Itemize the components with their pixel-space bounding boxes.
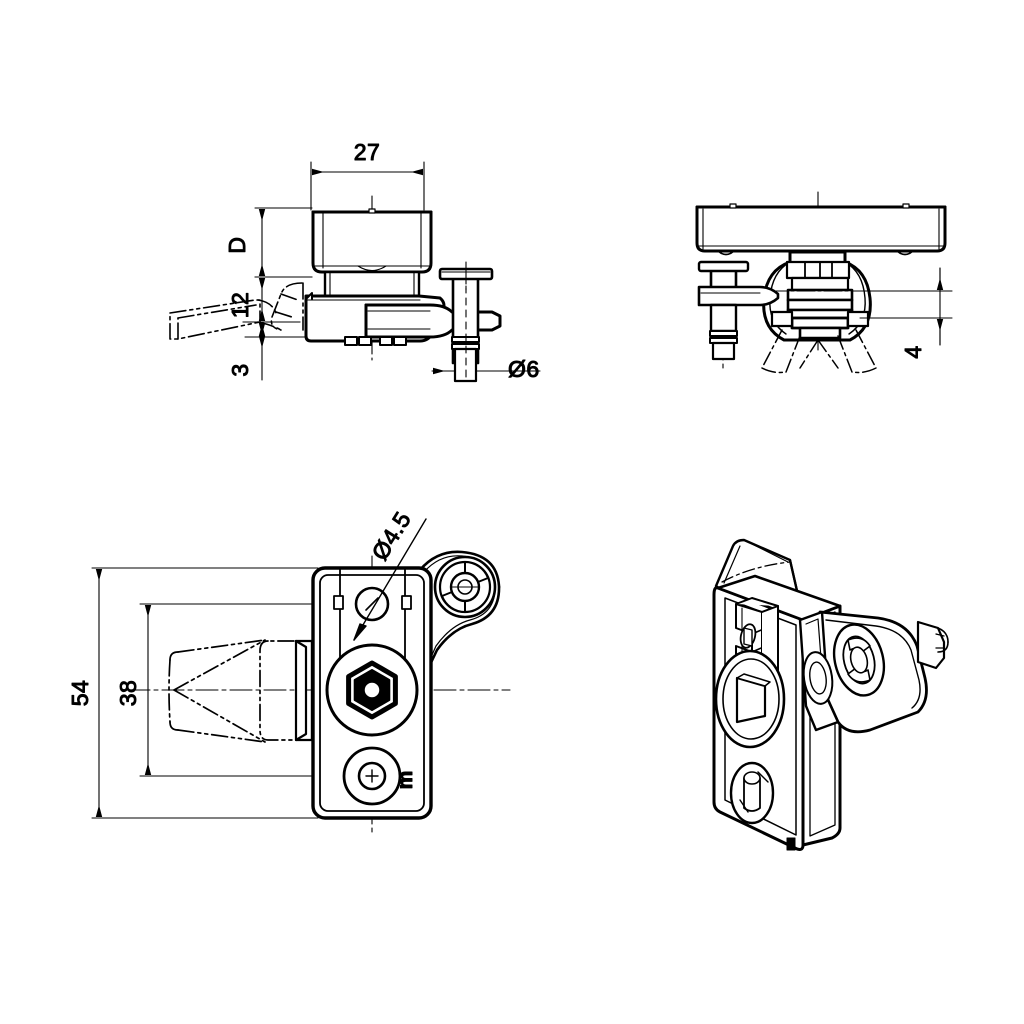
phantom-lever-plan xyxy=(168,639,299,743)
lower-boss xyxy=(342,746,402,806)
dim-label-D: D xyxy=(224,236,250,253)
dim-label-54: 54 xyxy=(67,680,93,707)
dimension-D xyxy=(254,207,313,278)
side-elevation-view: 27 D 12 3 Ø6 xyxy=(169,139,541,383)
phantom-cam-legs xyxy=(761,329,877,374)
leader-d45 xyxy=(353,518,427,641)
dim-label-3: 3 xyxy=(227,363,253,376)
dim-label-4: 4 xyxy=(900,345,926,358)
plate-mark-m: m xyxy=(394,771,417,790)
iso-cam-body xyxy=(818,610,949,734)
iso-pivot-lug xyxy=(798,610,840,732)
cam-arm xyxy=(364,303,502,339)
knob-cap xyxy=(311,208,433,274)
dim-label-12: 12 xyxy=(227,292,253,319)
cam-stack xyxy=(769,260,871,340)
fixing-hole-top xyxy=(354,586,390,622)
hex-socket-center xyxy=(327,645,417,735)
iso-lower-boss xyxy=(729,761,796,851)
body-foot-tabs xyxy=(344,336,407,346)
dimension-27 xyxy=(310,161,425,211)
dim-label-38: 38 xyxy=(115,680,141,707)
knob-collar xyxy=(323,270,421,298)
lever-boss-plan xyxy=(294,639,314,742)
plan-view: 54 38 Ø4.5 m xyxy=(67,506,511,833)
front-elevation-view: 4 xyxy=(695,191,953,374)
phantom-cam-lever xyxy=(270,282,304,331)
dimension-54 xyxy=(91,567,319,819)
dim-label-d6: Ø6 xyxy=(508,356,540,382)
dimension-4 xyxy=(859,267,953,346)
phantom-cam-lever-extended xyxy=(169,299,282,340)
dim-label-27: 27 xyxy=(354,139,381,165)
iso-hex-boss xyxy=(714,649,786,749)
dim-label-d45: Ø4.5 xyxy=(366,507,416,565)
housing-shoulders xyxy=(770,310,870,328)
isometric-view xyxy=(712,538,949,851)
pivot-pin xyxy=(438,261,494,383)
cover-plate xyxy=(695,203,947,256)
front-pivot-pin xyxy=(697,260,780,361)
